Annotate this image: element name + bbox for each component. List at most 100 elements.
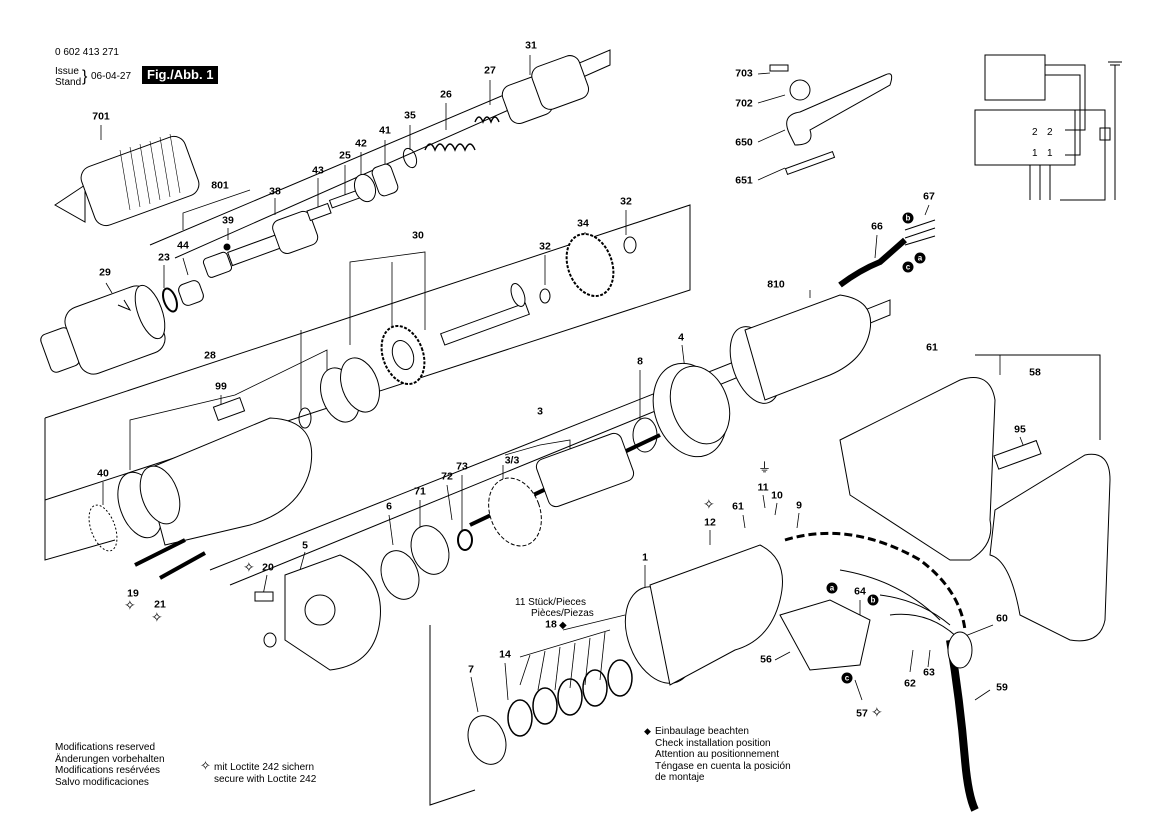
part-label: 26 [440,88,452,101]
terminal-label: 2 [1032,127,1038,138]
terminal-label: 1 [1032,148,1038,159]
part-label: 35 [404,109,416,122]
part-label: 702 [735,97,753,110]
part-label: 60 [996,612,1008,625]
part-label: 39 [222,214,234,227]
part-spindle-38 [202,210,319,278]
part-label: 6 [386,500,392,513]
part-label: 21 [154,598,166,611]
part-label: 12 [704,516,716,529]
part-label: 71 [414,485,426,498]
part-label: 63 [923,666,935,679]
part-label: 28 [204,349,216,362]
modifications-line: Salvo modificaciones [55,776,149,788]
part-label: 73 [456,460,468,473]
part-label: 14 [499,648,511,661]
part-gear-34 [539,233,637,304]
part-wrench-650 [769,64,893,176]
installation-note: Einbaulage beachten Check installation p… [655,726,791,784]
part-label: 58 [1029,366,1041,379]
part-label: 810 [767,278,785,291]
part-gear-30 [320,283,530,423]
part-bearing-flange-5 [284,554,381,671]
part-label: 3 [537,405,543,418]
part-label: 56 [760,653,772,666]
diamond-icon: ◆ [559,620,567,631]
part-label: 66 [871,220,883,233]
part-label: 27 [484,64,496,77]
part-label: 20 [262,561,274,574]
part-label: 43 [312,164,324,177]
loctite-star-icon: ✧ [124,597,136,613]
installation-line: Einbaulage beachten [655,726,749,737]
wire-marker-c: c [902,261,914,273]
wire-marker-a: a [914,252,926,264]
frame-gear-upper [149,49,611,259]
part-label: 5 [302,539,308,552]
frame-handle [975,354,1101,440]
issue-label: Issue [55,66,79,77]
wire-marker-b: b [867,594,879,606]
loctite-line: secure with Loctite 242 [214,773,317,785]
terminal-label: 1 [1047,148,1053,159]
part-label: 4 [678,331,684,344]
part-label: 72 [441,470,453,483]
part-label: 61 [926,341,938,354]
installation-line: de montaje [655,772,705,783]
stand-label: Stand [55,77,82,88]
part-label: 7 [468,663,474,676]
loctite-star-icon: ✧ [151,609,163,625]
frame-housing [44,418,116,561]
part-label: 34 [577,217,589,230]
part-label: 801 [211,179,229,192]
part-chuck-701 [54,133,200,227]
diamond-icon: ◆ [644,726,651,736]
part-label: 41 [379,124,391,137]
part-gear-housing-28 [88,396,313,552]
part-label: 11 [757,481,769,494]
part-label: 59 [996,681,1008,694]
part-label: 3/3 [504,454,520,467]
part-label: 42 [355,137,367,150]
part-housing-58 [839,377,1111,642]
part-label: 64 [854,585,866,598]
installation-line: Check installation position [655,737,771,749]
frame-motor [209,299,891,586]
part-label: 25 [339,149,351,162]
part-motor-1 [624,544,783,686]
loctite-note: mit Loctite 242 sichern secure with Loct… [214,762,316,785]
part-label: 9 [796,499,802,512]
part-label: 30 [412,229,424,242]
part-label: 29 [99,266,111,279]
part-label: 701 [92,110,110,123]
modifications-note: Modifications reserved Änderungen vorbeh… [55,742,165,788]
part-label: 40 [97,467,109,480]
part-rings-18 [507,659,633,737]
part-label: 650 [735,136,753,149]
part-label: 703 [735,67,753,80]
wire-marker-b: b [902,212,914,224]
ground-symbol-icon: ⏚ [758,460,772,475]
part-label: 651 [735,174,753,187]
part-label: 32 [539,240,551,253]
figure-label: Fig./Abb. 1 [142,66,219,84]
brace-glyph: } [82,68,88,85]
part-label: 1 [642,551,648,564]
part-label: 61 [732,500,744,513]
loctite-star-icon: ✧ [703,496,715,512]
modifications-line: Modifications resérvées [55,765,161,776]
part-label: 67 [923,190,935,203]
part-chuck-29 [40,284,166,375]
part-label: 57 [856,707,868,720]
part-field-810 [729,294,872,404]
pieces-note-line: 11 Stück/Pieces [515,597,586,608]
part-label: 38 [269,185,281,198]
terminal-label: 2 [1047,127,1053,138]
part-label: 10 [771,489,783,502]
frame-field [429,625,476,806]
part-label: 23 [158,251,170,264]
part-label: 62 [904,677,916,690]
installation-line: Attention au positionnement [655,749,779,760]
